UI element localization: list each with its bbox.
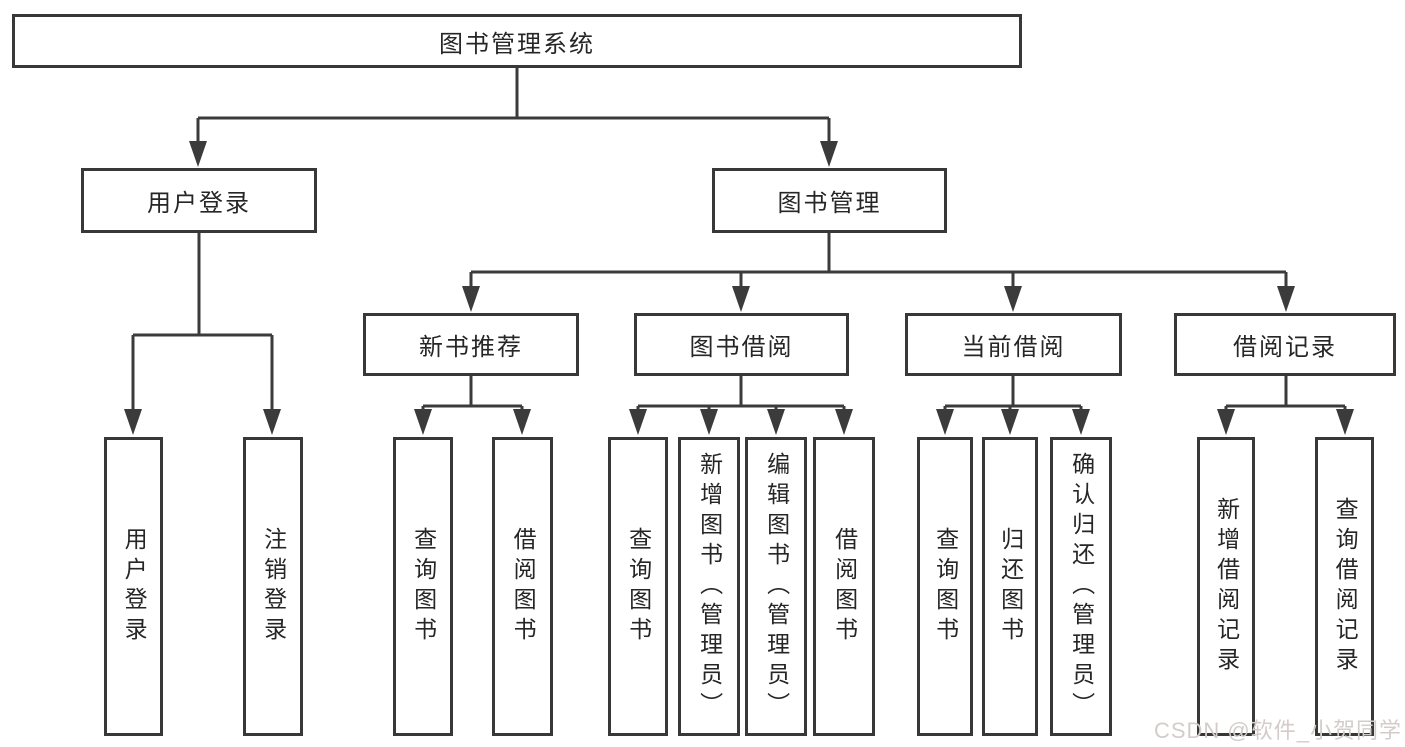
leaf-add-book-admin: 新增图书（管理员） <box>678 437 740 736</box>
arrowhead-icon <box>513 409 531 435</box>
arrowhead-icon <box>767 409 785 435</box>
node-borrowing-records: 借阅记录 <box>1174 313 1396 376</box>
arrowhead-icon <box>629 409 647 435</box>
leaf-return-books: 归还图书 <box>982 437 1038 736</box>
arrowhead-icon <box>936 409 954 435</box>
arrowhead-icon <box>124 409 142 435</box>
leaf-query-books-borrowing: 查询图书 <box>608 437 668 736</box>
arrowhead-icon <box>1217 409 1235 435</box>
arrowhead-icon <box>414 409 432 435</box>
leaf-query-borrow-record: 查询借阅记录 <box>1315 437 1374 736</box>
arrowhead-icon <box>732 286 750 312</box>
arrowhead-icon <box>1004 286 1022 312</box>
arrowhead-icon <box>820 141 838 167</box>
arrowhead-icon <box>700 409 718 435</box>
leaf-add-borrow-record: 新增借阅记录 <box>1197 437 1255 736</box>
arrowhead-icon <box>189 141 207 167</box>
node-user-login: 用户登录 <box>81 168 317 233</box>
arrowhead-icon <box>1336 409 1354 435</box>
node-new-book-recommendation: 新书推荐 <box>363 313 579 376</box>
arrowhead-icon <box>1072 409 1090 435</box>
watermark: CSDN @软件_小贺同学 <box>1153 718 1402 743</box>
node-book-borrowing: 图书借阅 <box>634 313 849 376</box>
node-current-borrowing: 当前借阅 <box>905 313 1122 376</box>
leaf-borrow-books-recommend: 借阅图书 <box>492 437 553 736</box>
leaf-borrow-books-borrowing: 借阅图书 <box>813 437 875 736</box>
arrowhead-icon <box>1277 286 1295 312</box>
arrowhead-icon <box>1001 409 1019 435</box>
leaf-logout: 注销登录 <box>243 437 303 736</box>
leaf-confirm-return-admin: 确认归还（管理员） <box>1050 437 1112 736</box>
leaf-user-login: 用户登录 <box>104 437 163 736</box>
leaf-query-books-current: 查询图书 <box>917 437 973 736</box>
node-book-management: 图书管理 <box>712 168 947 233</box>
arrowhead-icon <box>462 286 480 312</box>
leaf-edit-book-admin: 编辑图书（管理员） <box>745 437 807 736</box>
leaf-query-books-recommend: 查询图书 <box>393 437 453 736</box>
arrowhead-icon <box>263 409 281 435</box>
arrowhead-icon <box>835 409 853 435</box>
node-library-system: 图书管理系统 <box>12 14 1022 68</box>
